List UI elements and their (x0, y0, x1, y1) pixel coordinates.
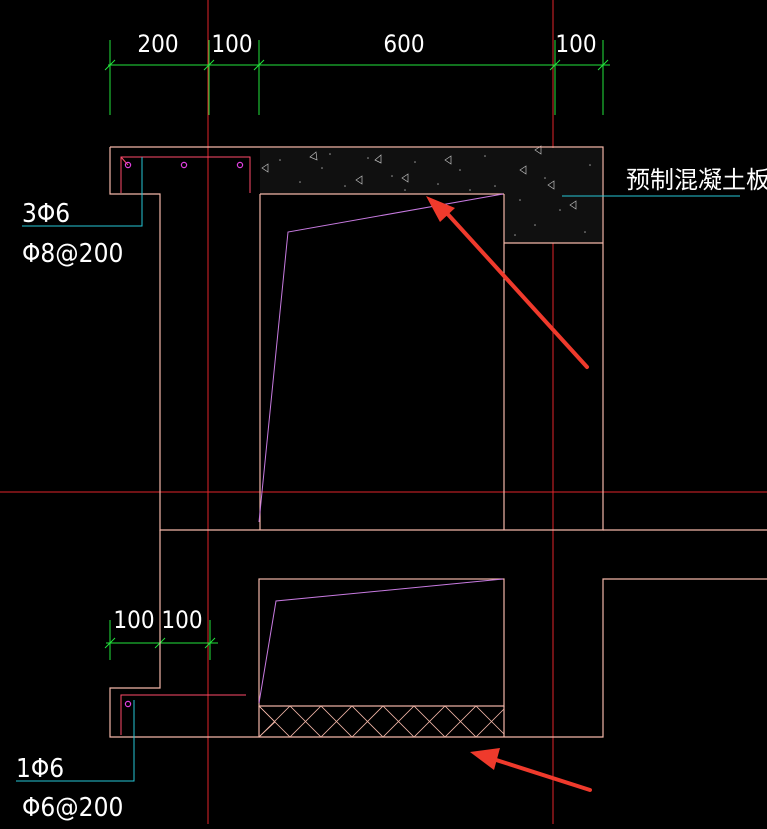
slope-line-lower (258, 578, 504, 704)
bottom-rebar-stirrup (120, 694, 246, 735)
label-precast-slab: 预制混凝土板 (626, 166, 767, 194)
dimension-label-100-left: 100 (211, 30, 252, 58)
top-dimension-chain (104, 40, 610, 115)
label-bottom-stirrup: Φ6@200 (22, 793, 123, 823)
dimension-label-200: 200 (137, 30, 178, 58)
bottom-rebar-bar (124, 700, 132, 708)
slope-line-upper (258, 193, 504, 523)
dimension-label-100-a: 100 (113, 606, 154, 634)
label-top-bars: 3Φ6 (22, 199, 70, 229)
dimension-label-600: 600 (383, 30, 424, 58)
annotation-arrow-top (426, 196, 589, 369)
label-top-stirrup: Φ8@200 (22, 239, 123, 269)
dimension-label-100-b: 100 (161, 606, 202, 634)
label-bottom-bars: 1Φ6 (16, 754, 64, 784)
dimension-label-100-right: 100 (555, 30, 596, 58)
top-rebar-bars (124, 161, 244, 169)
leader-bottom-rebar (16, 700, 135, 782)
leader-top-rebar (22, 157, 143, 227)
section-outline (109, 146, 767, 738)
top-rebar-stirrup (120, 156, 251, 193)
crosshatch-strip (258, 705, 505, 738)
annotation-arrow-bottom (470, 748, 592, 792)
